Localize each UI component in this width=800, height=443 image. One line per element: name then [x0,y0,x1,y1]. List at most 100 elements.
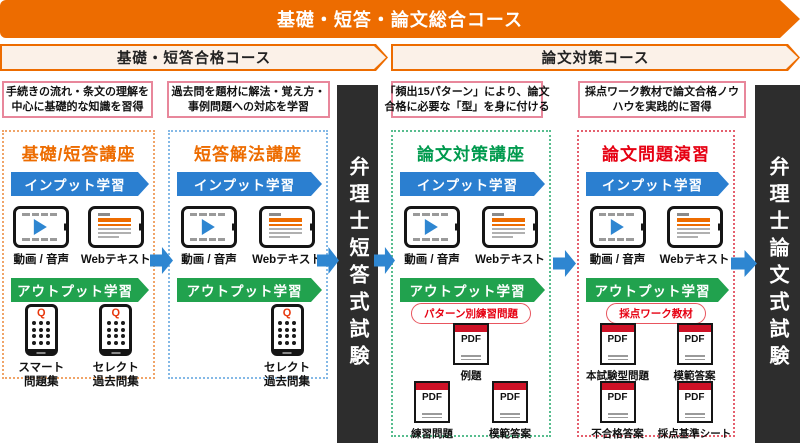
pdf-row: PDF 本試験型問題 PDF 模範答案 [579,323,733,383]
video-audio-icon [404,206,460,248]
media-label: Webテキスト [475,254,545,266]
play-icon [610,219,624,235]
pdf-item: PDF 不合格答案 [579,381,656,441]
pdf-glyph: PDF [461,334,481,345]
question-app-icon: Q [99,304,133,356]
pdf-item: PDF 練習問題 [393,381,471,441]
output-items-row: Q スマート 問題集 Q セレクト 過去問集 [4,304,153,390]
course-box-ronbun-taisaku: 論文対策講座 インプット学習 動画 / 音声 Webテキスト [391,130,551,440]
media-item-webtext: Webテキスト [471,206,549,267]
output-learning-label: アウトプット学習 [17,284,133,299]
course-title: 論文問題演習 [602,145,710,164]
q-glyph: Q [111,307,121,319]
output-learning-label: アウトプット学習 [186,284,303,299]
exam-bar-ronbun: 弁理士論文式試験 [755,85,800,443]
course-title: 基礎/短答講座 [21,145,136,164]
pdf-glyph: PDF [500,392,520,403]
output-learning-banner: アウトプット学習 [177,278,322,302]
media-label: Webテキスト [80,254,151,266]
course-title: 論文対策講座 [417,145,525,164]
output-item-spacer [170,304,248,390]
description-box-1: 手続きの流れ・条文の理解を 中心に基礎的な知識を習得 [2,81,153,118]
media-item-video: 動画 / 音声 [393,206,471,267]
media-label: 動画 / 音声 [404,254,460,266]
output-item-label: セレクト 過去問集 [92,362,139,389]
material-pill: 採点ワーク教材 [606,303,706,324]
web-text-icon [666,206,723,248]
description-line: ハウを実践的に習得 [612,100,712,113]
pdf-glyph: PDF [607,392,628,403]
output-item-smart: Q スマート 問題集 [4,304,79,390]
pill-wrap: 採点ワーク教材 [579,303,733,324]
pdf-label: 不合格答案 [591,428,644,440]
input-learning-label: インプット学習 [193,178,296,193]
pdf-row: PDF 練習問題 PDF 模範答案 [393,381,549,441]
pdf-item: PDF 模範答案 [471,381,549,441]
exam-bar-label: 弁理士論文式試験 [766,156,788,372]
output-item-select: Q セレクト 過去問集 [79,304,154,390]
description-box-4: 採点ワーク教材で論文合格ノウ ハウを実践的に習得 [578,81,746,118]
video-audio-icon [13,206,70,248]
media-row: 動画 / 音声 Webテキスト [393,206,549,267]
output-item-label: スマート 問題集 [18,362,65,389]
main-course-banner: 基礎・短答・論文総合コース [0,0,800,38]
media-label: Webテキスト [659,254,730,266]
pdf-glyph: PDF [684,392,705,403]
pdf-glyph: PDF [684,334,705,345]
web-text-icon [259,206,315,248]
pdf-item: PDF 採点基準シート [656,381,733,441]
pdf-glyph: PDF [607,334,628,345]
pdf-icon: PDF [676,323,713,365]
pdf-label: 練習問題 [411,428,453,440]
description-line: 合格に必要な「型」を身に付ける [384,100,550,113]
input-learning-label: インプット学習 [601,178,704,193]
play-icon [34,219,48,235]
media-row: 動画 / 音声 Webテキスト [170,206,326,267]
description-line: 過去問を題材に解法・覚え方・ [171,85,326,98]
description-line: 中心に基礎的な知識を習得 [11,100,144,113]
pdf-row: PDF 不合格答案 PDF 採点基準シート [579,381,733,441]
course-box-tanto-kaiho: 短答解法講座 インプット学習 動画 / 音声 Webテキスト [168,130,328,388]
media-row: 動画 / 音声 Webテキスト [4,206,153,267]
play-icon [201,219,215,235]
q-glyph: Q [282,307,292,319]
pdf-glyph: PDF [422,392,442,403]
description-box-3: 「頻出15パターン」により、論文 合格に必要な「型」を身に付ける [384,81,550,118]
input-learning-label: インプット学習 [416,178,519,193]
media-item-video: 動画 / 音声 [170,206,248,267]
description-line: 手続きの流れ・条文の理解を [6,85,149,98]
output-learning-banner: アウトプット学習 [11,278,149,302]
pdf-icon: PDF [414,381,450,423]
question-app-icon: Q [24,304,58,356]
output-items-row: Q セレクト 過去問集 [170,304,326,390]
pdf-label: 例題 [460,370,482,382]
pdf-row: PDF 例題 [393,323,549,383]
video-audio-icon [589,206,646,248]
sub-course-banner-ronbun: 論文対策コース [391,44,800,71]
media-label: 動画 / 音声 [589,254,646,266]
output-learning-label: アウトプット学習 [409,284,526,299]
course-title: 短答解法講座 [194,145,302,164]
course-box-ronbun-enshu: 論文問題演習 インプット学習 動画 / 音声 Webテキスト [577,130,735,440]
description-line: 「頻出15パターン」により、論文 [384,85,550,98]
media-label: 動画 / 音声 [181,254,237,266]
pdf-icon: PDF [599,381,636,423]
pdf-item: PDF 本試験型問題 [579,323,656,383]
pill-wrap: パターン別練習問題 [393,303,549,324]
course-box-kiso-tanto: 基礎/短答講座 インプット学習 動画 / 音声 Webテキスト [2,130,155,388]
question-app-icon: Q [270,304,304,356]
pdf-item: PDF 例題 [393,323,549,383]
video-audio-icon [181,206,237,248]
pdf-label: 本試験型問題 [586,370,649,382]
output-learning-banner: アウトプット学習 [586,278,729,302]
flow-arrow-icon [553,250,576,277]
output-learning-banner: アウトプット学習 [400,278,545,302]
pdf-item: PDF 模範答案 [656,323,733,383]
pdf-icon: PDF [599,323,636,365]
pdf-label: 模範答案 [673,370,716,382]
media-row: 動画 / 音声 Webテキスト [579,206,733,267]
input-learning-label: インプット学習 [24,178,126,193]
web-text-icon [482,206,538,248]
media-item-webtext: Webテキスト [656,206,733,267]
output-item-select: Q セレクト 過去問集 [248,304,326,390]
